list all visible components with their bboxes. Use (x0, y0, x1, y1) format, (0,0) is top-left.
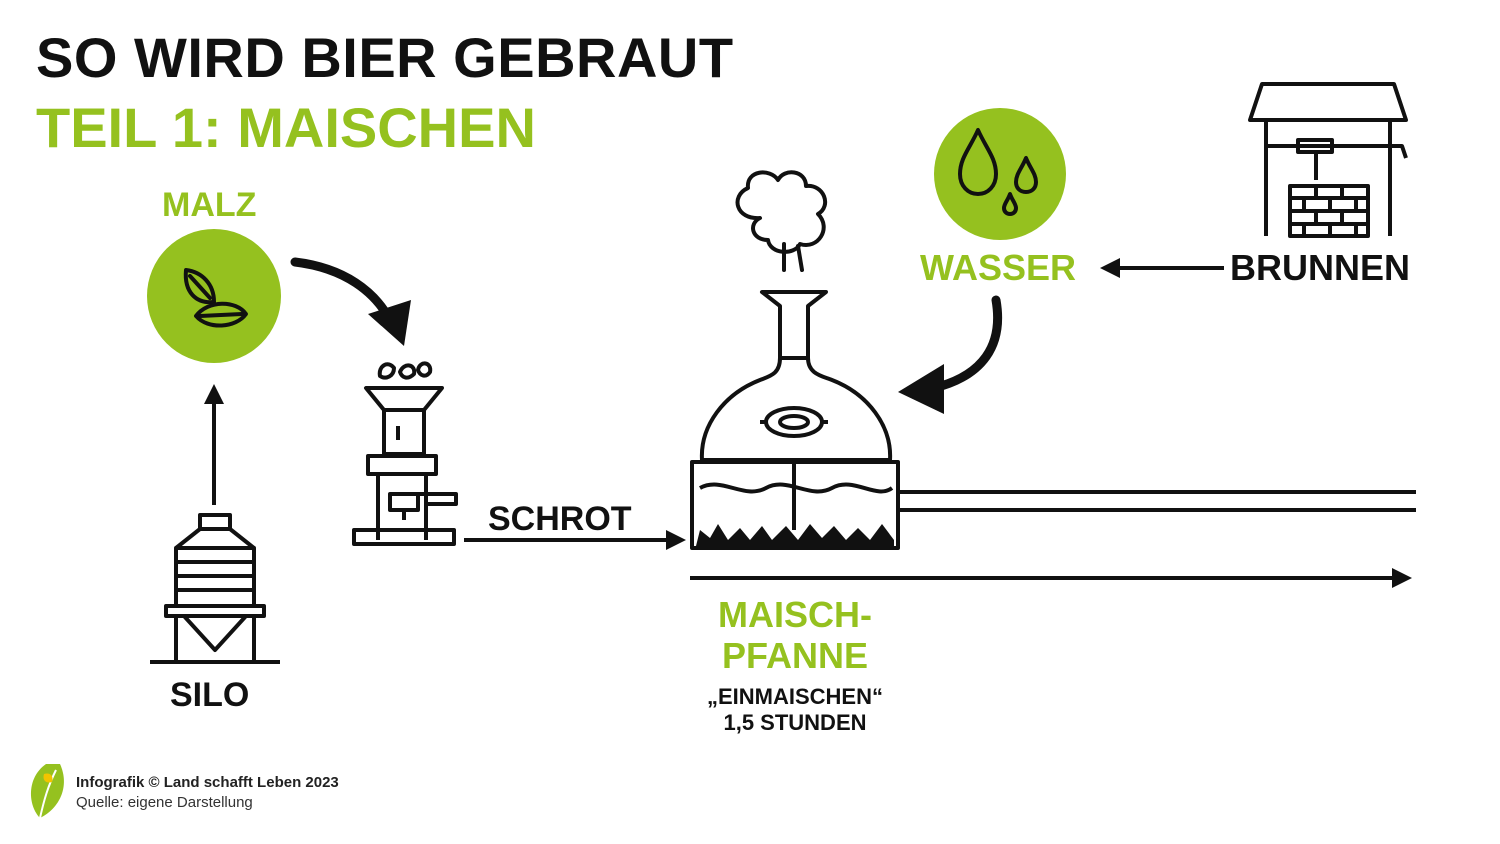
label-malz: MALZ (162, 186, 257, 224)
label-wasser: WASSER (920, 247, 1077, 288)
page-title: SO WIRD BIER GEBRAUT (36, 26, 734, 89)
label-maischpfanne-line2: PFANNE (721, 635, 869, 677)
label-duration: 1,5 STUNDEN (723, 710, 867, 736)
water-drops-icon (934, 108, 1066, 240)
mash-grains (696, 524, 894, 546)
label-brunnen: BRUNNEN (1230, 247, 1410, 288)
label-silo: SILO (170, 676, 250, 714)
footer-source: Quelle: eigene Darstellung (76, 794, 253, 811)
arrow-wasser-to-kettle (898, 295, 1003, 414)
steam-cloud-icon (735, 170, 828, 272)
label-maischpfanne-line1: MAISCH- (718, 594, 872, 635)
outlet-pipes (900, 490, 1416, 512)
label-schrot: SCHROT (488, 500, 632, 538)
label-einmaischen-block: „EINMAISCHEN“ 1,5 STUNDEN (680, 684, 910, 737)
silo-icon (150, 513, 280, 664)
well-icon (1248, 82, 1408, 238)
page-subtitle: TEIL 1: MAISCHEN (36, 96, 536, 159)
malz-icon (147, 229, 281, 363)
label-maischpfanne: MAISCH- PFANNE (700, 594, 890, 677)
leaf-logo-icon (30, 764, 64, 819)
mash-kettle-icon (690, 290, 900, 550)
label-einmaischen: „EINMAISCHEN“ (706, 684, 883, 709)
grain-mill-icon (352, 361, 458, 546)
arrow-malz-to-mill (290, 257, 411, 346)
footer-credit: Infografik © Land schafft Leben 2023 (76, 774, 339, 791)
